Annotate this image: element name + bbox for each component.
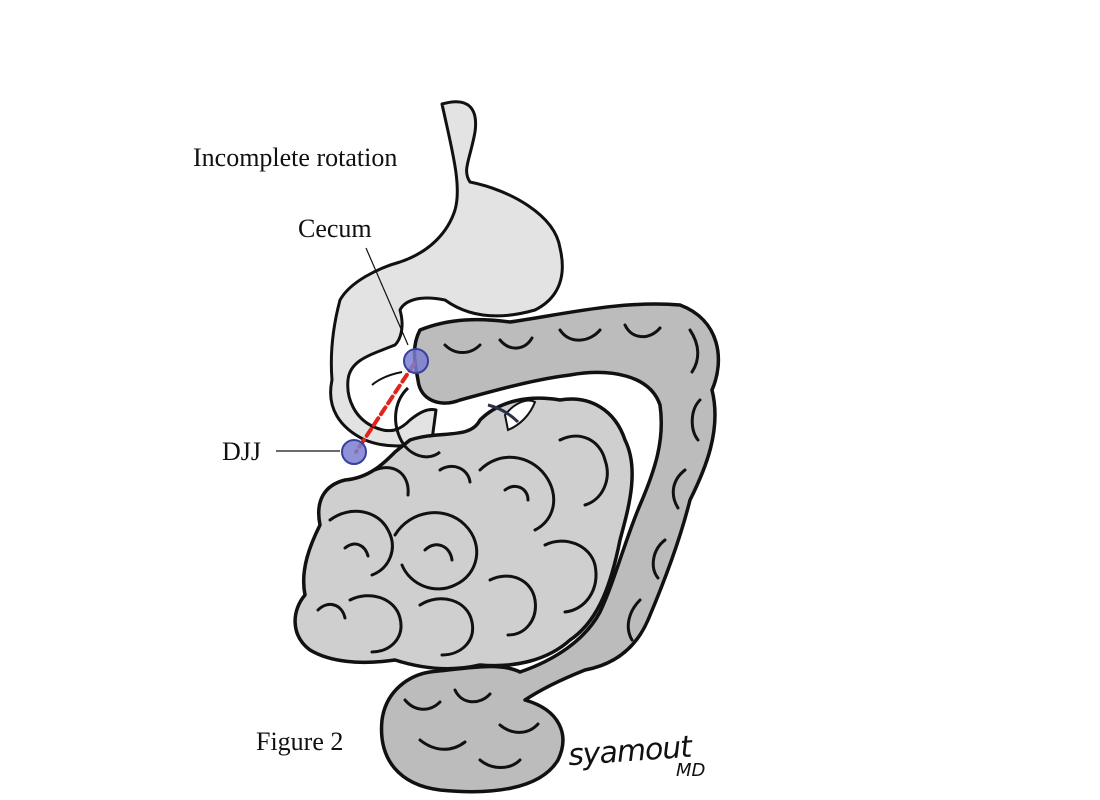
cecum-djj-connector	[354, 362, 416, 454]
cecum-label: Cecum	[298, 214, 372, 243]
duodenal-loop	[394, 386, 441, 459]
duodenal-loop-inner	[371, 371, 403, 386]
artist-signature-suffix: MD	[676, 760, 706, 781]
cecum-marker	[403, 348, 429, 374]
small-bowel-loops	[316, 434, 609, 657]
figure-caption: Figure 2	[256, 727, 344, 756]
mesenteric-gap	[503, 399, 537, 432]
small-bowel	[293, 396, 634, 671]
stomach	[329, 100, 564, 448]
shadow-mark	[487, 403, 520, 424]
djj-marker	[341, 439, 367, 465]
djj-label: DJJ	[222, 437, 262, 466]
diagram-title: Incomplete rotation	[193, 143, 398, 172]
cecum-leader-line	[365, 247, 409, 346]
colon	[379, 302, 721, 794]
colon-haustra	[403, 323, 702, 769]
